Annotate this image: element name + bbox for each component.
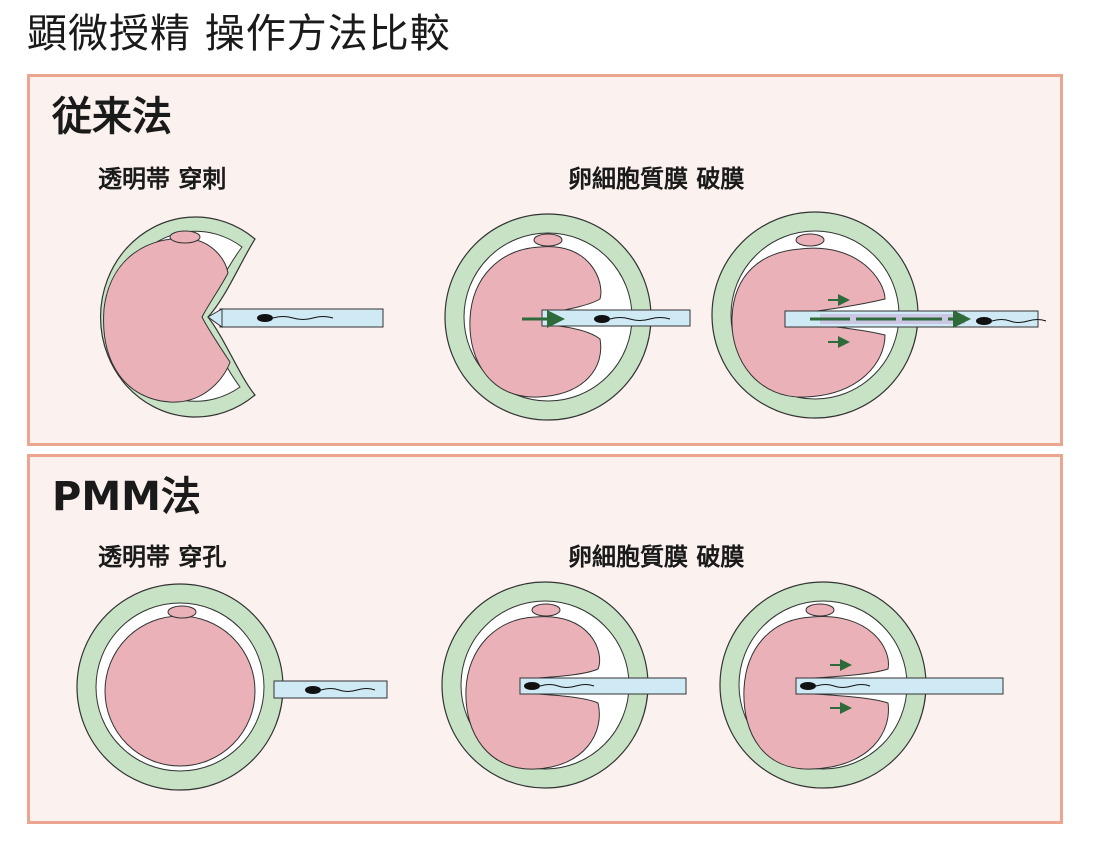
sperm-tail [815,684,871,688]
polar-body [169,230,201,244]
injection-pipette [519,677,687,695]
egg-zona-drilling [76,583,388,791]
sperm-head [976,317,992,325]
egg-oolemma-rupture-1 [444,213,691,421]
pmm-diagram [76,581,1004,791]
polar-body [531,603,561,617]
sperm-tail [991,319,1047,323]
sperm-head [257,314,273,322]
pmm-method-panel: PMM法 透明帯 穿孔 卵細胞質膜 破膜 [27,454,1063,824]
egg-oolemma-rupture-2 [711,211,1047,419]
egg-pmm-rupture-2 [719,581,1004,789]
sperm-tail [272,316,334,320]
sperm-tail [609,317,671,321]
ooplasm [104,615,256,767]
ooplasm [103,238,231,403]
ooplasm [465,616,601,770]
polar-body [167,605,197,619]
ooplasm [731,247,886,398]
oolemma-rupture-label-pmm: 卵細胞質膜 破膜 [568,543,745,571]
sperm-tail [539,684,595,688]
injection-pipette [273,680,388,699]
conventional-diagram [99,211,1047,421]
pmm-method-title: PMM法 [52,474,201,520]
polar-body [533,233,563,247]
injection-pipette [795,677,1004,695]
sperm-head [594,315,610,323]
sperm-head [524,682,540,690]
egg-pmm-rupture-1 [441,581,687,789]
ooplasm [469,246,602,398]
sperm-head [305,686,321,694]
polar-body [805,603,835,617]
sperm-tail [320,688,376,692]
zona-puncture-label: 透明帯 穿刺 [98,165,227,193]
page-title: 顕微授精 操作方法比較 [27,11,451,57]
polar-body [795,233,825,247]
zona-drilling-label: 透明帯 穿孔 [98,543,227,571]
egg-zona-puncture [99,216,384,418]
conventional-method-panel: 従来法 透明帯 穿刺 卵細胞質膜 破膜 [27,74,1063,446]
injection-pipette [219,308,384,328]
conventional-method-title: 従来法 [52,94,172,140]
ooplasm [743,616,889,770]
sperm-head [800,682,816,690]
oolemma-rupture-label: 卵細胞質膜 破膜 [568,165,745,193]
